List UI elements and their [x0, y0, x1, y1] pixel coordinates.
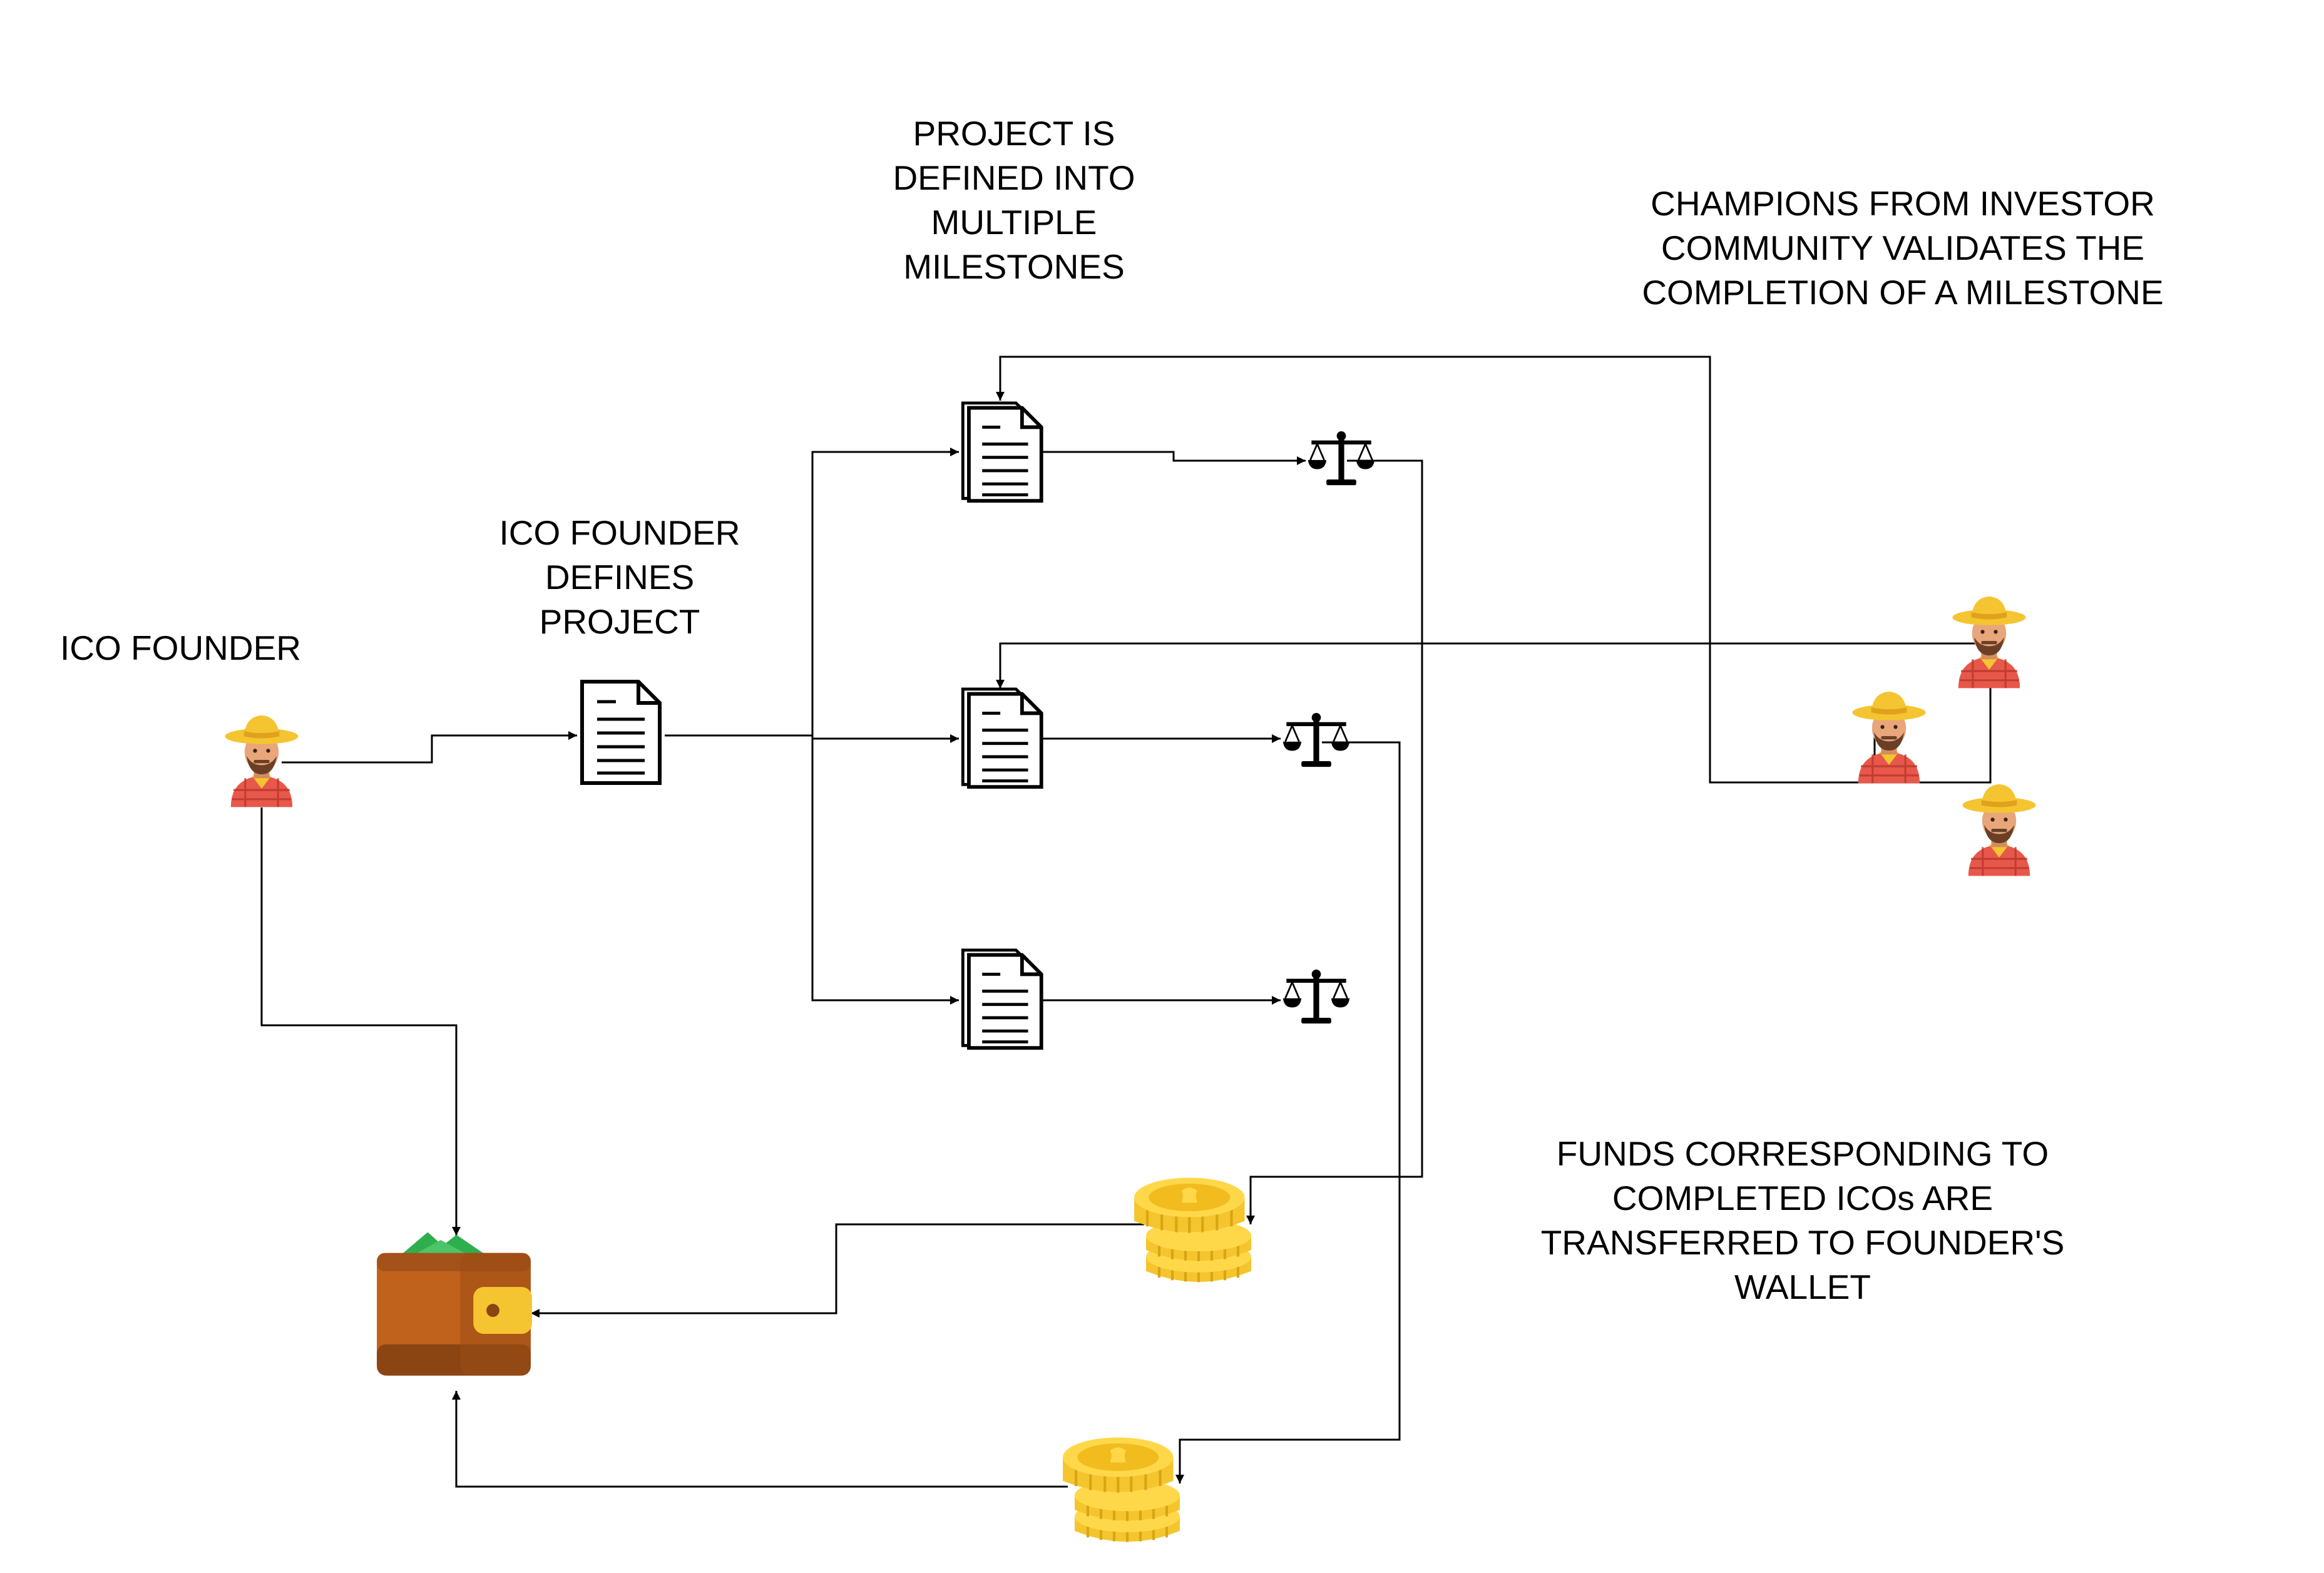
connector-champions-to-milestone-2 — [996, 642, 1990, 689]
label-line: PROJECT — [539, 602, 700, 641]
label-line: ICO FOUNDER — [499, 513, 740, 552]
milestone-3-scale-icon — [1282, 968, 1351, 1025]
label-line: WALLET — [1734, 1268, 1871, 1306]
label-line: FUNDS CORRESPONDING TO — [1556, 1134, 2049, 1173]
connector-coins-2-to-wallet — [452, 1391, 1068, 1488]
label-line: MILESTONES — [903, 247, 1125, 286]
connector-to-milestone-2 — [811, 734, 959, 743]
project-document-icon — [582, 682, 660, 783]
connector-milestone-1-to-scale-1 — [1043, 451, 1306, 465]
connector-champions-to-milestone-1 — [996, 356, 1942, 784]
connector-founder-to-wallet — [260, 807, 461, 1236]
label-line: PROJECT IS — [913, 114, 1115, 153]
label-line: COMMUNITY VALIDATES THE — [1661, 228, 2145, 267]
label-line: DEFINED INTO — [893, 158, 1135, 197]
label-line: MULTIPLE — [931, 203, 1097, 242]
label-project-milestones: PROJECT IS DEFINED INTO MULTIPLE MILESTO… — [857, 111, 1170, 289]
milestone-2-documents-icon — [963, 689, 1041, 787]
connector-coins-1-to-wallet — [531, 1223, 1144, 1318]
milestone-2-scale-icon — [1282, 712, 1351, 768]
label-line: COMPLETED ICOs ARE — [1612, 1179, 1994, 1217]
label-ico-founder: ICO FOUNDER — [60, 628, 301, 667]
wallet-icon — [377, 1232, 532, 1376]
ico-founder-icon — [223, 714, 300, 808]
champion-2-icon — [1851, 690, 1927, 784]
label-champions: CHAMPIONS FROM INVESTOR COMMUNITY VALIDA… — [1615, 182, 2191, 315]
connector-to-milestone-3 — [811, 735, 959, 1005]
milestone-1-scale-icon — [1307, 430, 1376, 486]
label-founder-defines-project: ICO FOUNDER DEFINES PROJECT — [463, 511, 776, 644]
label-line: DEFINES — [545, 558, 695, 597]
connector-founder-to-project — [282, 731, 577, 764]
connector-to-milestone-1 — [811, 448, 959, 735]
label-funds-transferred: FUNDS CORRESPONDING TO COMPLETED ICOs AR… — [1515, 1132, 2091, 1309]
coins-1-icon — [1134, 1178, 1251, 1283]
connector-scale-2-to-coins-2 — [1175, 741, 1401, 1483]
label-line: COMPLETION OF A MILESTONE — [1642, 273, 2164, 312]
champion-1-icon — [1951, 595, 2027, 689]
label-line: CHAMPIONS FROM INVESTOR — [1651, 184, 2155, 223]
label-line: TRANSFERRED TO FOUNDER'S — [1540, 1223, 2065, 1262]
coins-2-icon — [1063, 1438, 1180, 1542]
champion-3-icon — [1961, 783, 2037, 877]
connector-scale-1-to-coins-1 — [1246, 459, 1423, 1224]
milestone-3-documents-icon — [963, 950, 1041, 1048]
milestone-1-documents-icon — [963, 403, 1041, 501]
